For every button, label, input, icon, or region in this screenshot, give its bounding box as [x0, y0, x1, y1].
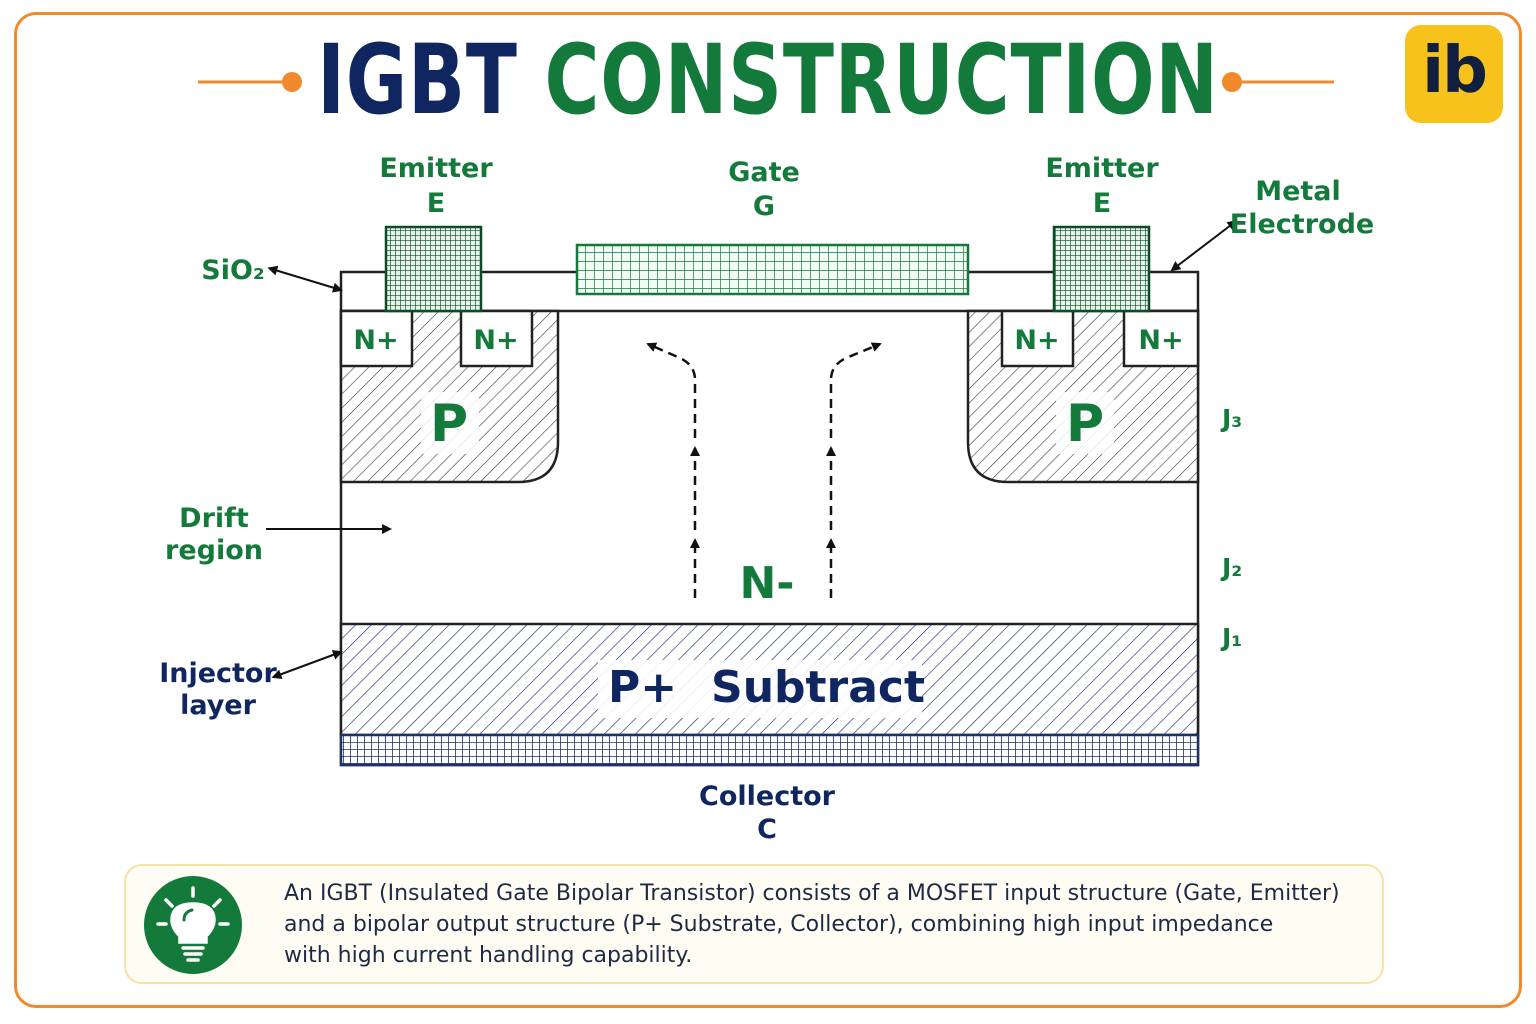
substrate-label-p-plus: P+ [608, 662, 677, 713]
title-decoration-right [1222, 72, 1334, 92]
gate-symbol: G [753, 191, 775, 222]
lightbulb-icon [144, 876, 242, 974]
collector-symbol: C [757, 814, 777, 845]
metal-electrode-label: Metal [1255, 176, 1341, 207]
page-title: IGBT CONSTRUCTION [169, 22, 1367, 138]
metal-electrode-label-line2: Electrode [1230, 209, 1374, 240]
drift-region-label-line2: region [165, 535, 263, 566]
info-text-line-2: and a bipolar output structure (P+ Subst… [284, 912, 1274, 937]
collector-metal [339, 733, 1200, 767]
p-label-backing-left [421, 392, 479, 454]
sio2-pointer-arrow [267, 265, 343, 293]
emitter-contact-right [1052, 225, 1151, 313]
p-label-backing-right [1056, 392, 1114, 454]
n-minus-label: N- [739, 558, 794, 609]
substrate-label-text: Subtract [711, 662, 925, 713]
brand-logo: ib [1405, 25, 1503, 123]
substrate-label-backing [598, 660, 922, 718]
info-box: An IGBT (Insulated Gate Bipolar Transist… [124, 864, 1384, 984]
n-plus-region-3 [1000, 309, 1075, 368]
n-plus-label-1: N+ [353, 325, 398, 356]
p-well-right-label: P [1066, 394, 1104, 454]
p-well-left-label: P [430, 394, 468, 454]
injector-layer-label: Injector [159, 658, 277, 689]
n-plus-label-4: N+ [1138, 325, 1183, 356]
n-plus-region-4 [1122, 309, 1200, 368]
injector-layer-pointer-arrow [271, 650, 343, 679]
emitter-contact-left [384, 225, 483, 313]
title-decoration-left [198, 72, 302, 92]
n-plus-label-2: N+ [473, 325, 518, 356]
drift-region-label: Drift [179, 503, 249, 534]
title-part-igbt: IGBT [317, 24, 518, 136]
info-description: An IGBT (Insulated Gate Bipolar Transist… [284, 878, 1374, 971]
info-text-line-3: with high current handling capability. [284, 943, 693, 968]
current-flow-arrows [646, 342, 882, 598]
junction-j3-label: J₃ [1220, 404, 1242, 433]
n-plus-label-3: N+ [1014, 325, 1059, 356]
metal-electrode-pointer-arrow [1170, 220, 1238, 272]
sio2-label: SiO₂ [201, 255, 264, 286]
injector-layer-label-line2: layer [180, 690, 257, 721]
info-text-line-1: An IGBT (Insulated Gate Bipolar Transist… [284, 881, 1340, 906]
emitter-left-symbol: E [427, 188, 445, 219]
junction-j2-label: J₂ [1220, 553, 1242, 582]
junction-j1-label: J₁ [1220, 623, 1242, 652]
emitter-right-label: Emitter [1045, 153, 1159, 184]
n-plus-region-2 [459, 309, 534, 368]
collector-label: Collector [699, 781, 836, 812]
title-part-construction: CONSTRUCTION [544, 24, 1219, 136]
n-plus-region-1 [339, 309, 414, 368]
emitter-right-symbol: E [1093, 188, 1111, 219]
gate-label: Gate [728, 157, 800, 188]
emitter-left-label: Emitter [379, 153, 493, 184]
gate-electrode [575, 243, 970, 296]
